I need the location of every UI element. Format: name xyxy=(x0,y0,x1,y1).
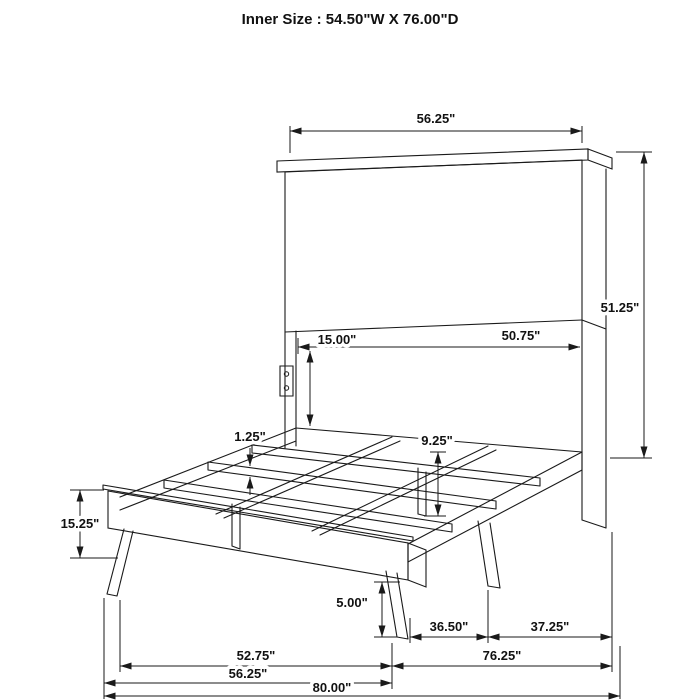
center-support-leg-1 xyxy=(417,467,427,517)
headboard-leg-bracket xyxy=(279,365,294,397)
slat-1 xyxy=(251,444,541,487)
extension-lines xyxy=(289,126,583,153)
head-rail-edge xyxy=(295,427,583,453)
bracket-hole-bottom xyxy=(283,385,290,391)
support-rail-a xyxy=(215,436,401,519)
dim-center-leg-height: 9.25" xyxy=(418,430,456,517)
bed-base xyxy=(119,427,583,589)
headboard-panel-top-edge xyxy=(284,159,583,173)
right-rail-face xyxy=(407,451,583,563)
dim-label-slat-thickness: 1.25" xyxy=(234,429,265,444)
headboard-crown-right-end xyxy=(587,148,613,170)
page-title: Inner Size : 54.50"W X 76.00"D xyxy=(242,11,459,28)
extension-lines xyxy=(409,590,489,643)
dim-leg-clearance: 5.00" xyxy=(333,581,400,638)
dim-headboard-inner-width: 50.75" xyxy=(297,325,580,354)
headboard-right-leg-bottom xyxy=(581,519,607,529)
extension-lines xyxy=(424,451,446,517)
dim-label-base-span-foot-to-center: 36.50" xyxy=(430,619,469,634)
dim-label-center-leg-height: 9.25" xyxy=(421,433,452,448)
dim-label-headboard-height: 51.25" xyxy=(601,300,640,315)
dim-footboard-outer-span: 52.75" xyxy=(119,600,393,689)
headboard-panel-bottom-return xyxy=(581,319,607,330)
footboard-left-leg xyxy=(106,528,134,597)
headboard xyxy=(276,148,613,529)
dim-footboard-height: 15.25" xyxy=(57,489,118,559)
dim-headboard-top-width: 56.25" xyxy=(289,108,583,153)
footboard-right-return xyxy=(407,542,427,588)
dim-label-overall-depth: 80.00" xyxy=(313,680,352,695)
dim-headboard-to-rail-gap: 15.00" xyxy=(306,329,360,426)
bed-drawing xyxy=(102,148,613,640)
dim-label-headboard-top-width: 56.25" xyxy=(417,111,456,126)
dim-label-headboard-to-rail-gap: 15.00" xyxy=(318,332,357,347)
slat-3 xyxy=(163,479,453,533)
headboard-panel-bottom-edge xyxy=(284,319,583,333)
headboard-crown-front xyxy=(276,148,589,173)
slat-2 xyxy=(207,461,497,510)
back-right-leg xyxy=(477,520,501,589)
support-rail-b xyxy=(311,445,497,536)
footboard-face xyxy=(107,490,409,581)
dim-label-base-span-center-to-head: 37.25" xyxy=(531,619,570,634)
dim-slat-thickness: 1.25" xyxy=(231,426,269,495)
dim-label-headboard-inner-width: 50.75" xyxy=(502,328,541,343)
footboard-right-leg xyxy=(385,570,409,640)
dim-overall-width: 56.25" xyxy=(103,598,392,699)
dim-label-footboard-height: 15.25" xyxy=(61,516,100,531)
footboard-cap xyxy=(102,484,414,542)
dim-label-leg-clearance: 5.00" xyxy=(336,595,367,610)
footboard xyxy=(102,484,427,640)
left-rail-bottom-edge xyxy=(119,440,297,511)
extension-lines xyxy=(70,489,118,559)
dim-base-span-foot-to-center: 36.50" xyxy=(409,590,489,643)
dim-label-overall-width: 56.25" xyxy=(229,666,268,681)
dimension-annotations: 56.25" 51.25" 50.75" 15.00" 1.25" 9.25" xyxy=(57,108,652,700)
dim-overall-depth: 80.00" xyxy=(104,646,621,700)
dim-base-span-center-to-head: 37.25" xyxy=(488,532,613,672)
dim-label-footboard-outer-span: 52.75" xyxy=(237,648,276,663)
dim-headboard-height: 51.25" xyxy=(597,151,652,459)
bracket-hole-top xyxy=(283,371,290,377)
dim-rail-length-span: 76.25" xyxy=(392,645,612,670)
dim-label-rail-length-span: 76.25" xyxy=(483,648,522,663)
extension-lines xyxy=(374,581,400,638)
